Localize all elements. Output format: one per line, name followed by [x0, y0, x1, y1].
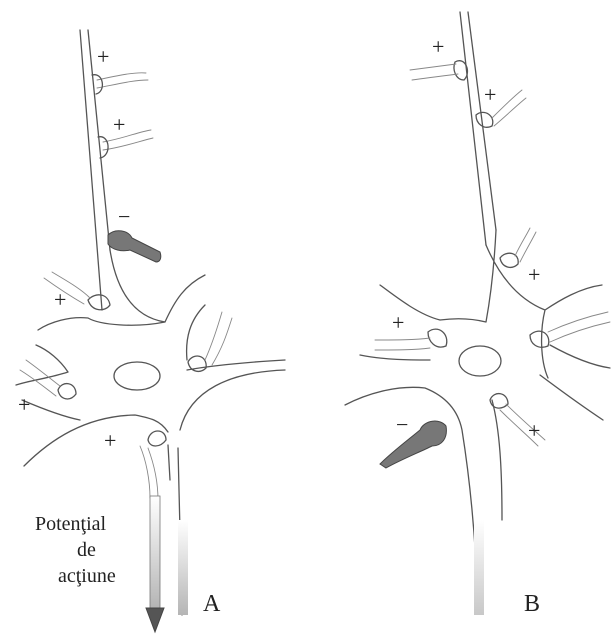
- sign-a6: +: [104, 428, 116, 453]
- postsynaptic-axon-a: [178, 520, 188, 615]
- sign-b3: +: [528, 262, 540, 287]
- synapse-b4: [375, 329, 447, 350]
- inhibitory-synapse-a: [108, 231, 161, 262]
- panel-a: + + − + + + Potenţial de acţiune A: [16, 30, 285, 632]
- nucleus-b: [459, 346, 501, 376]
- sign-b1: +: [432, 34, 444, 59]
- sign-b6: +: [528, 418, 540, 443]
- synapse-b1: [410, 61, 467, 80]
- sign-b4: +: [392, 310, 404, 335]
- panel-label-b: B: [524, 591, 540, 617]
- action-potential-line3: acţiune: [58, 565, 116, 587]
- nucleus-a: [114, 362, 160, 390]
- sign-b5: −: [396, 412, 408, 437]
- presynaptic-axon-a: [80, 30, 110, 310]
- postsynaptic-axon-b: [474, 520, 484, 615]
- sign-a2: +: [113, 112, 125, 137]
- panel-b: + + + + − + B: [345, 12, 610, 617]
- sign-a1: +: [97, 44, 109, 69]
- action-potential-line1: Potenţial: [35, 513, 107, 535]
- synapse-a2: [98, 130, 153, 158]
- synapse-a6: [140, 431, 166, 500]
- action-potential-line2: de: [77, 539, 96, 561]
- sign-a5: +: [18, 392, 30, 417]
- sign-b2: +: [484, 82, 496, 107]
- sign-a3: −: [118, 204, 130, 229]
- sign-a4: +: [54, 287, 66, 312]
- action-potential-arrow: [146, 496, 164, 632]
- inhibitory-synapse-b: [380, 421, 446, 468]
- synapse-a4: [188, 312, 232, 371]
- presynaptic-axon-b: [460, 12, 496, 245]
- synapse-a1: [92, 73, 148, 94]
- panel-label-a: A: [203, 591, 221, 617]
